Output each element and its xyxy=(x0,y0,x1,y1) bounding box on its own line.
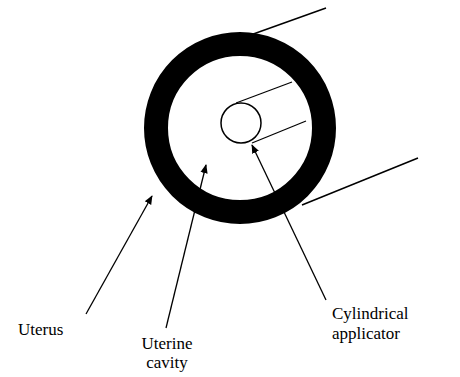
leader-line xyxy=(166,165,206,328)
leader-line xyxy=(86,196,152,314)
applicator-outline xyxy=(236,82,292,103)
part-label: Uterus xyxy=(18,320,98,340)
leader-line xyxy=(252,145,326,300)
applicator-end xyxy=(221,103,261,143)
part-label: Uterine cavity xyxy=(128,334,206,373)
uterus-wall xyxy=(156,44,324,212)
part-label: Cylindrical applicator xyxy=(332,304,432,343)
